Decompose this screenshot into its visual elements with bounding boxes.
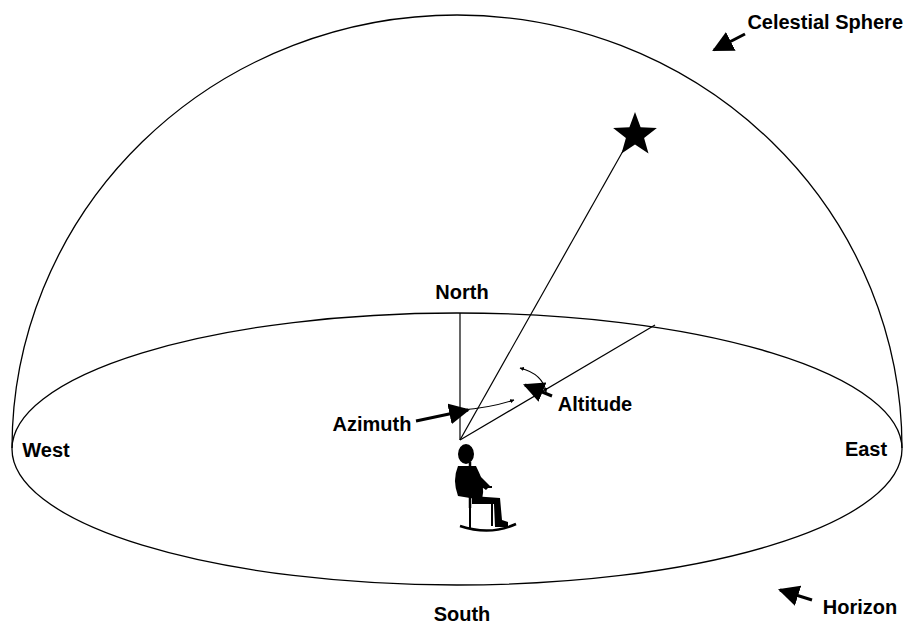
- direction-label: South: [434, 603, 491, 625]
- direction-label: North: [435, 281, 488, 303]
- direction-label: West: [22, 439, 69, 461]
- pointer-arrow: [416, 410, 468, 421]
- north-line: [459, 313, 460, 440]
- direction-label: Horizon: [823, 596, 897, 618]
- observer-figure: [455, 444, 516, 531]
- horizon-ellipse: [12, 313, 902, 585]
- star-symbol: [613, 112, 657, 154]
- celestial-dome: [12, 15, 902, 448]
- pointer-arrow: [525, 385, 552, 396]
- direction-label: Azimuth: [333, 413, 412, 435]
- pointer-arrow: [714, 34, 745, 50]
- pointer-arrow: [780, 590, 812, 600]
- projection-line: [460, 325, 655, 440]
- azimuth-arc: [461, 400, 514, 410]
- direction-label: Altitude: [558, 393, 632, 415]
- direction-label: East: [845, 438, 887, 460]
- direction-label: Celestial Sphere: [747, 11, 903, 33]
